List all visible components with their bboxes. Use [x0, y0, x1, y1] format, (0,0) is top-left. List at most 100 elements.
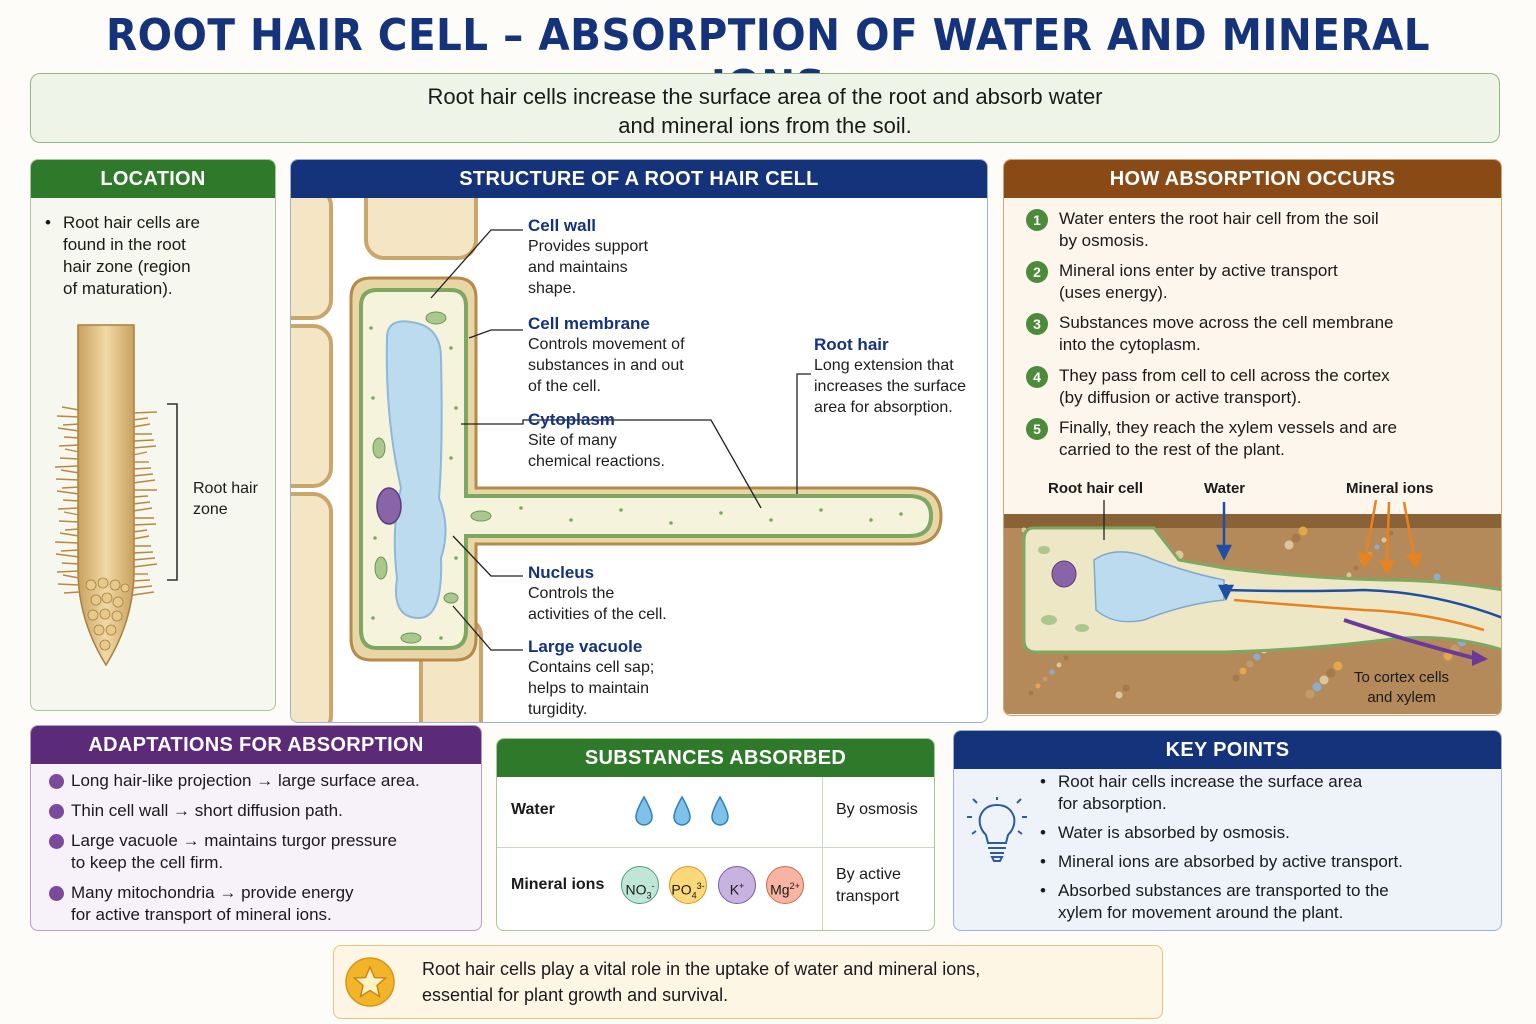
substance-name: Water	[511, 801, 555, 818]
key-point-item: • Water is absorbed by osmosis.	[1040, 823, 1290, 842]
label-text: Long extension that	[814, 357, 954, 374]
adaptation-item: Long hair-like projection → large surfac…	[47, 770, 477, 800]
key-point-text: Mineral ions are absorbed by active tran…	[1058, 852, 1403, 871]
step-text: carried to the rest of the plant.	[1059, 440, 1285, 459]
step-item: 4 They pass from cell to cell across the…	[1024, 365, 1494, 417]
star-icon	[345, 957, 395, 1007]
adaptation-text: Long hair-like projection → large surfac…	[71, 771, 420, 790]
adaptation-text: Thin cell wall → short diffusion path.	[71, 801, 343, 820]
label-nucleus: Nucleus Controls the activities of the c…	[528, 563, 667, 625]
step-item: 2 Mineral ions enter by active transport…	[1024, 260, 1494, 312]
location-heading: LOCATION	[31, 160, 275, 198]
label-to-cortex: To cortex cells and xylem	[1354, 668, 1449, 708]
label-large-vacuole: Large vacuole Contains cell sap; helps t…	[528, 637, 654, 720]
step-text: Finally, they reach the xylem vessels an…	[1059, 418, 1397, 437]
label-text: helps to maintain	[528, 680, 649, 697]
label-cell-wall: Cell wall Provides support and maintains…	[528, 216, 648, 299]
label-text: Site of many	[528, 432, 617, 449]
ion-nitrate: NO3-	[621, 866, 659, 904]
label-text: of the cell.	[528, 378, 601, 395]
ion-sup: -	[651, 881, 655, 891]
label-root-hair-cell: Root hair cell	[1048, 480, 1144, 497]
intro-line-2: and mineral ions from the soil.	[618, 113, 912, 138]
step-number: 5	[1026, 418, 1048, 440]
key-point-text: Absorbed substances are transported to t…	[1058, 881, 1389, 900]
step-item: 1 Water enters the root hair cell from t…	[1024, 208, 1494, 260]
label-text: and maintains	[528, 259, 628, 276]
key-point-item: • Root hair cells increase the surface a…	[1040, 772, 1363, 813]
footer-line: essential for plant growth and survival.	[422, 985, 729, 1005]
label-cytoplasm: Cytoplasm Site of many chemical reaction…	[528, 410, 665, 472]
substance-row-water: Water By osmosis	[497, 777, 934, 848]
label-text: substances in and out	[528, 357, 684, 374]
zone-label-line: zone	[193, 501, 228, 518]
intro-banner: Root hair cells increase the surface are…	[30, 73, 1500, 143]
adaptation-text: for active transport of mineral ions.	[71, 905, 332, 924]
zone-label-line: Root hair	[193, 480, 258, 497]
location-line: found in the root	[63, 235, 186, 254]
label-title: Cell membrane	[528, 314, 650, 333]
substances-panel: SUBSTANCES ABSORBED Water By osmosis Min…	[496, 738, 935, 931]
lightbulb-icon	[967, 797, 1027, 862]
substance-row-minerals: Mineral ions By active transport	[497, 848, 934, 930]
adaptations-panel: ADAPTATIONS FOR ABSORPTION Long hair-lik…	[30, 725, 482, 931]
step-number: 1	[1026, 209, 1048, 231]
location-line: of maturation).	[63, 279, 173, 298]
ion-sub: 4	[691, 890, 697, 901]
substance-method: By active transport	[836, 864, 901, 908]
ion-base: K	[729, 881, 740, 898]
location-panel: LOCATION • Root hair cells are found in …	[30, 159, 276, 711]
step-text: into the cytoplasm.	[1059, 335, 1201, 354]
step-text: (uses energy).	[1059, 283, 1168, 302]
step-text: Water enters the root hair cell from the…	[1059, 209, 1379, 228]
step-text: by osmosis.	[1059, 231, 1149, 250]
key-point-text: Root hair cells increase the surface are…	[1058, 772, 1363, 791]
key-points-heading: KEY POINTS	[954, 731, 1501, 769]
ion-base: NO	[625, 881, 647, 898]
key-point-text: for absorption.	[1058, 794, 1167, 813]
ion-phosphate: PO43-	[669, 866, 707, 904]
step-number: 4	[1026, 366, 1048, 388]
label-text: Provides support	[528, 238, 649, 255]
zone-label: Root hair zone	[193, 478, 258, 520]
adaptation-item: Many mitochondria → provide energy for ac…	[47, 882, 477, 930]
to-cortex-line: and xylem	[1367, 689, 1436, 706]
adaptation-item: Thin cell wall → short diffusion path.	[47, 800, 477, 830]
intro-line-1: Root hair cells increase the surface are…	[427, 84, 1103, 109]
bullet-dot	[49, 886, 64, 901]
footer-banner: Root hair cells play a vital role in the…	[333, 945, 1163, 1019]
ion-sup: 2+	[789, 881, 800, 891]
bullet-dot	[49, 834, 64, 849]
step-number: 3	[1026, 313, 1048, 335]
ion-base: Mg	[770, 881, 790, 898]
key-points-panel: KEY POINTS • Root hair cells increase th…	[953, 730, 1502, 931]
method-line: By active	[836, 866, 901, 883]
root-tip-illustration	[54, 324, 158, 667]
adaptations-heading: ADAPTATIONS FOR ABSORPTION	[31, 726, 481, 764]
root-hair-cell-diagram	[291, 198, 943, 722]
adaptation-text: Large vacuole → maintains turgor pressur…	[71, 831, 397, 850]
key-point-item: • Mineral ions are absorbed by active tr…	[1040, 852, 1403, 871]
adaptation-text: Many mitochondria → provide energy	[71, 883, 354, 902]
label-title: Nucleus	[528, 563, 595, 582]
label-text: Contains cell sap;	[528, 659, 655, 676]
step-item: 3 Substances move across the cell membra…	[1024, 312, 1494, 365]
step-number: 2	[1026, 261, 1048, 283]
label-root-hair: Root hair Long extension that increases …	[814, 335, 966, 418]
label-text: chemical reactions.	[528, 453, 665, 470]
key-points-list: • Root hair cells increase the surface a…	[1040, 771, 1495, 930]
key-point-item: • Absorbed substances are transported to…	[1040, 881, 1389, 922]
step-text: (by diffusion or active transport).	[1059, 388, 1302, 407]
step-item: 5 Finally, they reach the xylem vessels …	[1024, 417, 1494, 469]
steps-list: 1 Water enters the root hair cell from t…	[1024, 208, 1494, 469]
label-title: Cytoplasm	[528, 410, 615, 429]
label-title: Cell wall	[528, 216, 597, 235]
adaptation-item: Large vacuole → maintains turgor pressur…	[47, 830, 477, 882]
ion-sup: 3-	[696, 881, 705, 891]
label-text: Controls movement of	[528, 336, 685, 353]
how-absorption-panel: HOW ABSORPTION OCCURS 1 Water enters the…	[1003, 159, 1502, 716]
bullet-dot	[49, 804, 64, 819]
label-title: Large vacuole	[528, 637, 643, 656]
label-water: Water	[1204, 480, 1246, 497]
label-text: shape.	[528, 280, 577, 297]
